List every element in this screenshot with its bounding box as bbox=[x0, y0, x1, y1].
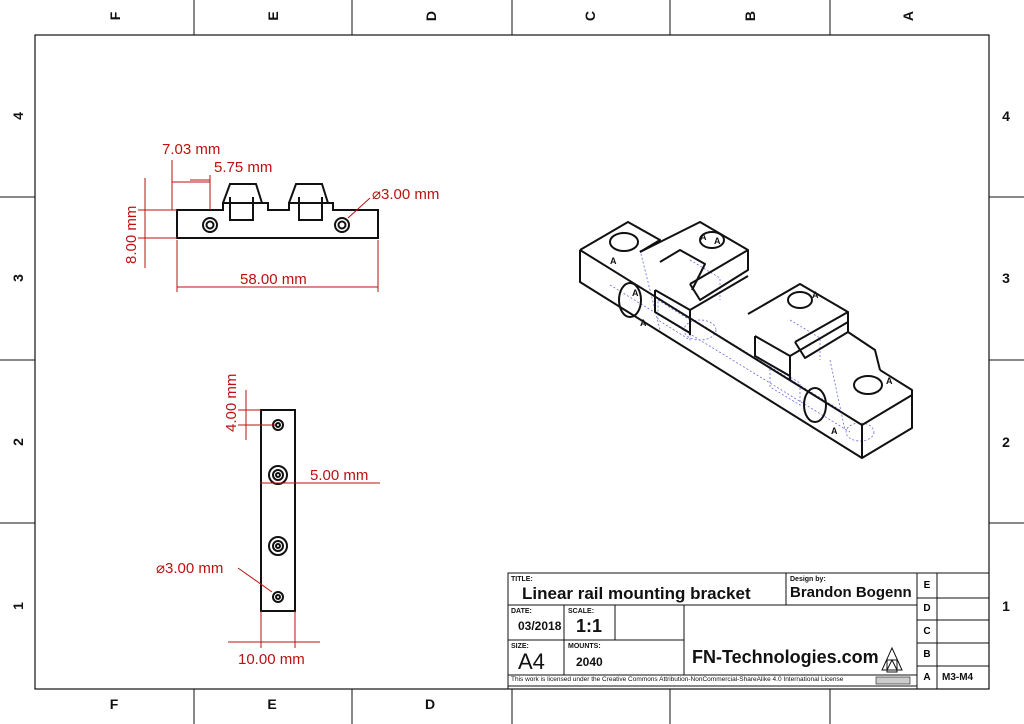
zone-left-4: 4 bbox=[10, 112, 26, 120]
revision-e: E bbox=[923, 580, 931, 591]
drawing-scale: 1:1 bbox=[576, 616, 603, 636]
iso-label-a: A bbox=[812, 290, 819, 300]
date-caption: DATE: bbox=[511, 608, 532, 615]
dim-front-length: 58.00 mm bbox=[240, 271, 307, 288]
company-name: FN-Technologies.com bbox=[692, 647, 879, 667]
zone-bottom-e: E bbox=[267, 696, 277, 712]
iso-label-a: A bbox=[640, 318, 647, 328]
dim-bottom-width: 10.00 mm bbox=[238, 651, 305, 668]
zone-top-c: C bbox=[582, 10, 598, 22]
zone-top-a: A bbox=[900, 10, 916, 22]
zone-top-d: D bbox=[423, 10, 439, 22]
dim-bottom-offset: 5.00 mm bbox=[310, 467, 369, 484]
title-caption: TITLE: bbox=[511, 576, 533, 583]
bottom-dimension-lines bbox=[228, 390, 380, 648]
designer-name: Brandon Bogenn bbox=[790, 584, 912, 601]
zone-right-4: 4 bbox=[1002, 108, 1010, 124]
iso-label-a: A bbox=[886, 376, 893, 386]
dim-bottom-hole: ⌀3.00 mm bbox=[156, 560, 224, 577]
drawing-date: 03/2018 bbox=[518, 619, 562, 633]
iso-label-a: A bbox=[632, 288, 639, 298]
revision-a: A bbox=[923, 672, 931, 683]
mounts-caption: MOUNTS: bbox=[568, 643, 601, 650]
zone-top-f: F bbox=[107, 11, 123, 21]
dim-front-7-03: 7.03 mm bbox=[162, 141, 221, 158]
zone-bottom-d: D bbox=[424, 696, 436, 712]
iso-label-a: A bbox=[700, 232, 707, 242]
revision-c: C bbox=[923, 626, 931, 637]
zone-top-b: B bbox=[742, 10, 758, 22]
front-view bbox=[176, 183, 379, 239]
zone-top-e: E bbox=[265, 11, 281, 21]
scale-caption: SCALE: bbox=[568, 608, 595, 615]
revision-d: D bbox=[923, 603, 931, 614]
iso-label-a: A bbox=[831, 426, 838, 436]
mounts-value: 2040 bbox=[576, 655, 603, 669]
zone-left-1: 1 bbox=[10, 602, 26, 610]
iso-label-a: A bbox=[610, 256, 617, 266]
company-logo bbox=[881, 646, 903, 673]
designer-caption: Design by: bbox=[790, 576, 826, 583]
license-text: This work is licensed under the Creative… bbox=[511, 676, 844, 683]
zone-left-3: 3 bbox=[10, 274, 26, 282]
cc-license-badge bbox=[875, 676, 911, 685]
iso-label-a: A bbox=[714, 236, 721, 246]
zone-right-1: 1 bbox=[1002, 598, 1010, 614]
dim-front-hole: ⌀3.00 mm bbox=[372, 186, 440, 203]
zone-right-3: 3 bbox=[1002, 270, 1010, 286]
sheet-size: A4 bbox=[518, 649, 545, 674]
zone-bottom-f: F bbox=[109, 696, 119, 712]
bottom-view bbox=[260, 409, 296, 612]
zone-left-2: 2 bbox=[10, 438, 26, 446]
drawing-title: Linear rail mounting bracket bbox=[522, 584, 751, 603]
part-number: M3-M4 bbox=[942, 672, 974, 683]
zone-right-2: 2 bbox=[1002, 434, 1010, 450]
iso-part bbox=[579, 221, 913, 459]
dim-front-height: 8.00 mm bbox=[123, 205, 140, 264]
title-block-grid bbox=[507, 572, 990, 690]
size-caption: SIZE: bbox=[511, 643, 529, 650]
revision-b: B bbox=[923, 649, 931, 660]
dim-front-5-75: 5.75 mm bbox=[214, 159, 273, 176]
dim-bottom-spacing: 4.00 mm bbox=[223, 373, 240, 432]
front-dimension-lines bbox=[138, 160, 379, 292]
iso-hidden-lines bbox=[599, 249, 875, 442]
